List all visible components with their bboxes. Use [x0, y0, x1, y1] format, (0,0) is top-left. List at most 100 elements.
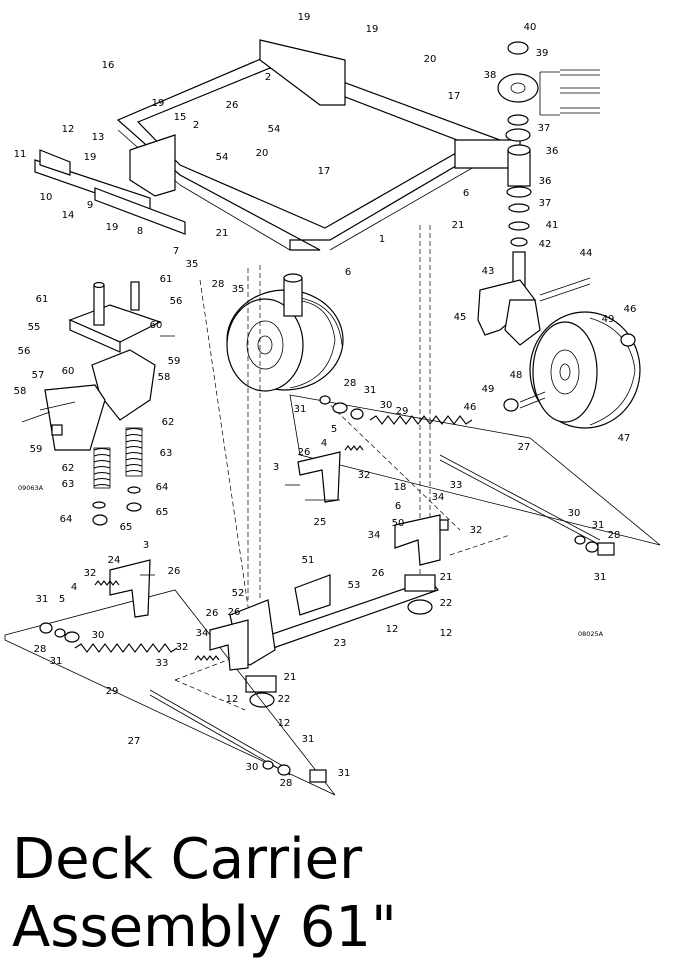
caster-yoke-right: [477, 41, 600, 346]
callout-label: 54: [268, 124, 281, 135]
callout-label: 43: [482, 266, 495, 277]
callout-label: 12: [226, 694, 239, 705]
callout-label: 42: [539, 239, 552, 250]
callout-label: 59: [168, 356, 181, 367]
callout-label: 31: [594, 572, 607, 583]
callout-label: 26: [228, 607, 241, 618]
callout-label: 11: [14, 149, 27, 160]
callout-label: 35: [232, 284, 245, 295]
callout-label: 61: [36, 294, 49, 305]
callout-label: 37: [539, 198, 552, 209]
callout-labels: 19 19 16 19 15 2 2 26 54 54 20 20 17 17 …: [14, 12, 637, 789]
pivot-arm: [34, 149, 186, 235]
callout-label: 31: [592, 520, 605, 531]
callout-label: 34: [432, 492, 445, 503]
callout-label: 49: [602, 314, 615, 325]
title-line-2: Assembly 61": [12, 895, 397, 960]
callout-label: 20: [256, 148, 269, 159]
callout-label: 23: [334, 638, 347, 649]
drawing-code-right: 08025A: [578, 630, 604, 638]
callout-label: 13: [92, 132, 105, 143]
bracket-kit: [21, 281, 175, 451]
center-lift-arm: [229, 574, 439, 708]
title-line-1: Deck Carrier: [12, 827, 363, 892]
callout-label: 31: [338, 768, 351, 779]
callout-label: 65: [156, 507, 169, 518]
main-frame: [116, 39, 521, 251]
callout-label: 34: [368, 530, 381, 541]
callout-label: 3: [143, 540, 149, 551]
callout-label: 64: [156, 482, 169, 493]
callout-label: 35: [186, 259, 199, 270]
callout-label: 34: [196, 628, 209, 639]
page-title: Deck Carrier Assembly 61": [12, 826, 672, 962]
callout-label: 26: [226, 100, 239, 111]
callout-label: 39: [536, 48, 549, 59]
callout-label: 64: [60, 514, 73, 525]
callout-label: 60: [62, 366, 75, 377]
callout-label: 21: [284, 672, 297, 683]
callout-label: 63: [160, 448, 173, 459]
callout-label: 33: [156, 658, 169, 669]
callout-label: 24: [108, 555, 121, 566]
callout-label: 17: [448, 91, 461, 102]
callout-label: 26: [168, 566, 181, 577]
lift-rod-left: [4, 559, 336, 796]
callout-label: 61: [160, 274, 173, 285]
callout-label: 32: [470, 525, 483, 536]
callout-label: 32: [84, 568, 97, 579]
callout-label: 6: [345, 267, 351, 278]
callout-label: 37: [538, 123, 551, 134]
callout-label: 19: [366, 24, 379, 35]
callout-label: 5: [59, 594, 65, 605]
callout-label: 57: [32, 370, 45, 381]
callout-label: 4: [321, 438, 327, 449]
callout-label: 29: [396, 406, 409, 417]
callout-label: 30: [92, 630, 105, 641]
callout-label: 36: [546, 146, 559, 157]
callout-label: 6: [463, 188, 469, 199]
callout-label: 16: [102, 60, 115, 71]
callout-label: 28: [212, 279, 225, 290]
callout-label: 22: [440, 598, 453, 609]
callout-label: 46: [624, 304, 637, 315]
callout-label: 49: [482, 384, 495, 395]
callout-label: 45: [454, 312, 467, 323]
callout-label: 20: [424, 54, 437, 65]
callout-label: 41: [546, 220, 559, 231]
callout-label: 4: [71, 582, 77, 593]
callout-label: 62: [162, 417, 175, 428]
callout-label: 62: [62, 463, 75, 474]
callout-label: 2: [193, 120, 199, 131]
callout-label: 19: [298, 12, 311, 23]
callout-label: 28: [34, 644, 47, 655]
callout-label: 28: [280, 778, 293, 789]
callout-label: 26: [372, 568, 385, 579]
callout-label: 50: [392, 518, 405, 529]
callout-label: 8: [137, 226, 143, 237]
callout-label: 31: [364, 385, 377, 396]
callout-label: 44: [580, 248, 593, 259]
callout-label: 31: [294, 404, 307, 415]
callout-label: 3: [273, 462, 279, 473]
callout-label: 9: [87, 200, 93, 211]
callout-label: 5: [331, 424, 337, 435]
callout-label: 12: [440, 628, 453, 639]
callout-label: 59: [30, 444, 43, 455]
callout-label: 56: [18, 346, 31, 357]
callout-label: 19: [106, 222, 119, 233]
coil-springs-small: [92, 427, 143, 526]
callout-label: 47: [618, 433, 631, 444]
callout-label: 19: [152, 98, 165, 109]
callout-label: 21: [440, 572, 453, 583]
callout-label: 36: [539, 176, 552, 187]
exploded-parts-diagram: 19 19 16 19 15 2 2 26 54 54 20 20 17 17 …: [4, 12, 661, 796]
callout-label: 26: [298, 447, 311, 458]
callout-label: 26: [206, 608, 219, 619]
callout-label: 29: [106, 686, 119, 697]
callout-label: 30: [568, 508, 581, 519]
front-wheel-left: [226, 273, 344, 392]
callout-label: 15: [174, 112, 187, 123]
callout-label: 30: [246, 762, 259, 773]
projection-lines: [174, 225, 511, 711]
